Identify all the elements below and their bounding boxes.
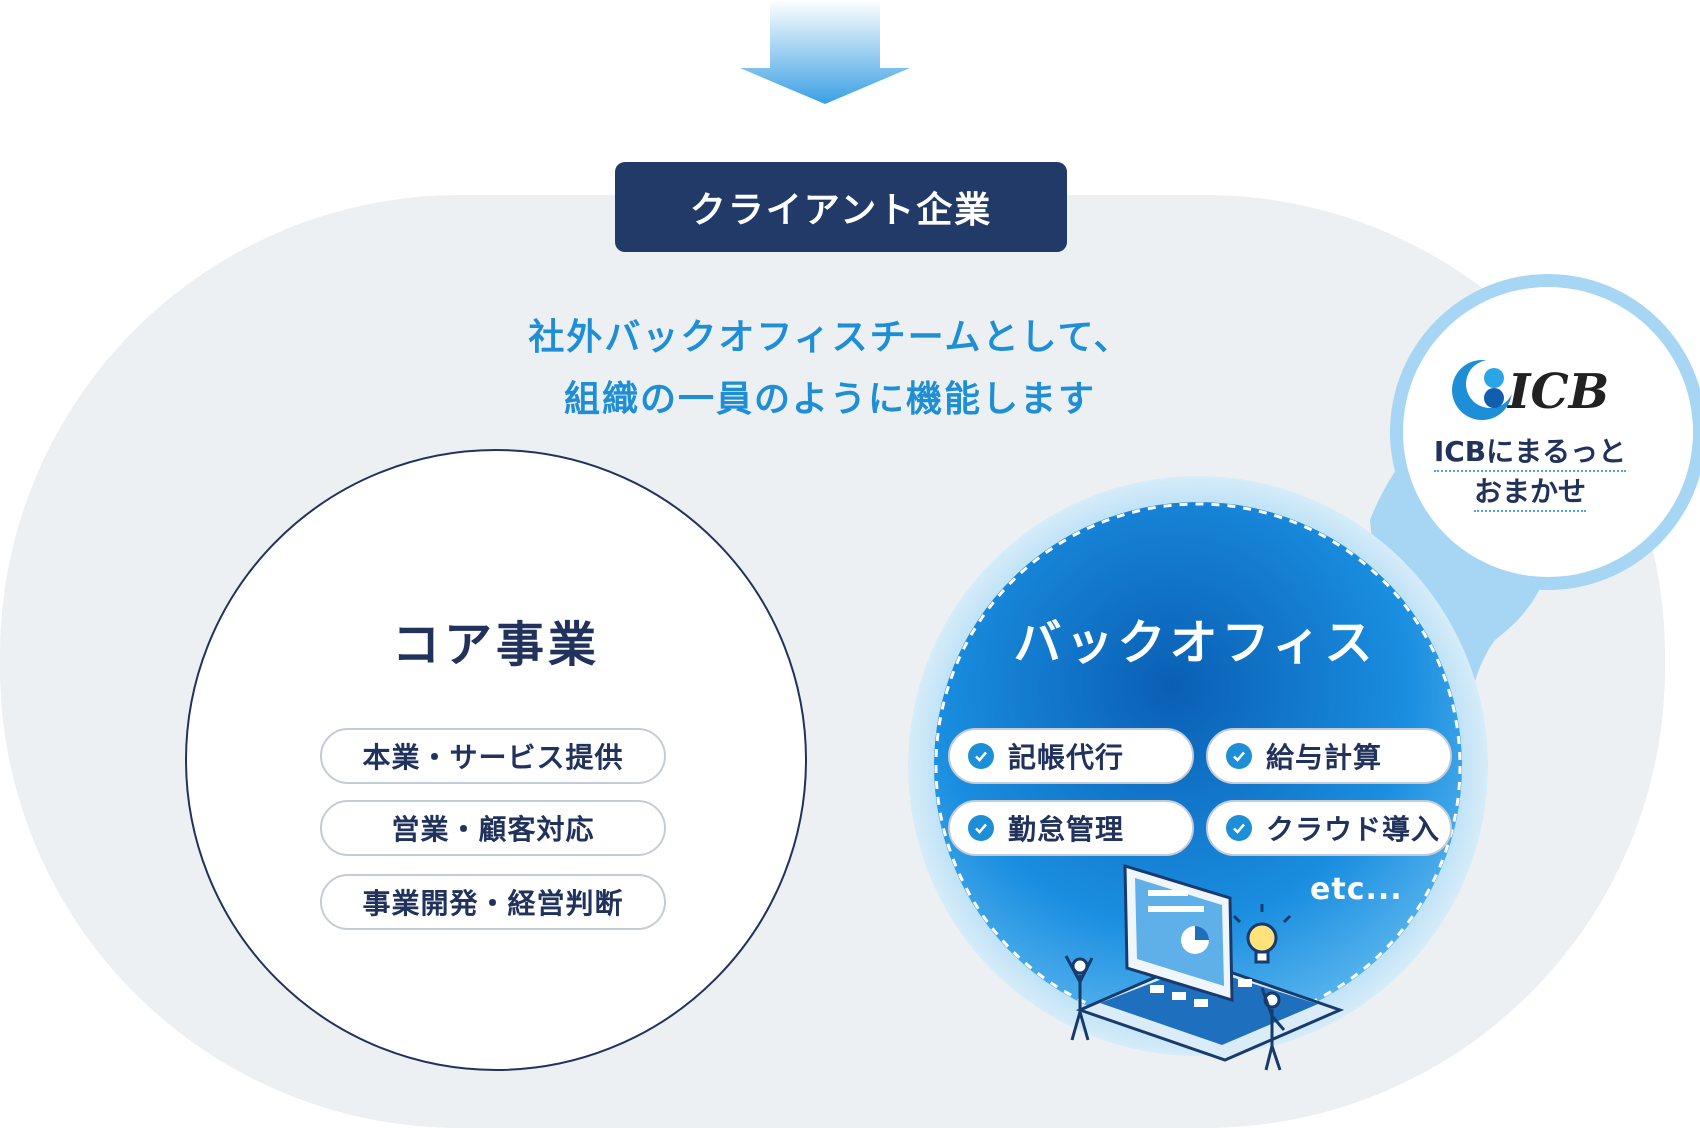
person-left-icon	[1064, 955, 1094, 1041]
core-item-sales: 営業・顧客対応	[320, 800, 666, 856]
icb-logo-icon	[1452, 360, 1514, 420]
core-item-development: 事業開発・経営判断	[320, 874, 666, 930]
lightbulb-icon	[1232, 904, 1292, 964]
icb-logo-text: ICB	[1508, 364, 1610, 420]
person-right-icon	[1260, 987, 1286, 1071]
backoffice-item-label: 記帳代行	[1008, 741, 1125, 774]
check-icon	[1226, 743, 1252, 769]
backoffice-item-label: クラウド導入	[1266, 813, 1441, 846]
backoffice-etc: etc...	[1310, 872, 1403, 907]
check-icon	[968, 815, 994, 841]
client-company-label: クライアント企業	[615, 162, 1067, 252]
backoffice-circle	[934, 502, 1462, 1030]
laptop-illustration	[1075, 863, 1345, 1062]
backoffice-item-label: 勤怠管理	[1008, 813, 1125, 846]
down-arrow-icon	[740, 0, 910, 104]
headline-line-2: 組織の一員のように機能します	[563, 379, 1096, 420]
backoffice-item-cloud: クラウド導入	[1206, 800, 1452, 856]
check-icon	[1226, 815, 1252, 841]
icb-badge-circle	[1403, 287, 1693, 577]
backoffice-item-label: 給与計算	[1266, 741, 1383, 774]
core-business-title: コア事業	[391, 617, 600, 673]
icb-caption-line-2: おまかせ	[1473, 475, 1586, 512]
check-icon	[968, 743, 994, 769]
backoffice-item-bookkeeping: 記帳代行	[948, 728, 1194, 784]
backoffice-item-attendance: 勤怠管理	[948, 800, 1194, 856]
icb-caption: ICBにまるっと おまかせ	[1420, 432, 1640, 512]
headline: 社外バックオフィスチームとして、 組織の一員のように機能します	[380, 307, 1280, 431]
core-item-service: 本業・サービス提供	[320, 728, 666, 784]
icb-caption-line-1: ICBにまるっと	[1433, 435, 1627, 472]
backoffice-item-payroll: 給与計算	[1206, 728, 1452, 784]
headline-line-1: 社外バックオフィスチームとして、	[528, 317, 1132, 358]
backoffice-title: バックオフィス	[1013, 615, 1377, 671]
backoffice-dashed-ring	[934, 502, 1462, 1030]
